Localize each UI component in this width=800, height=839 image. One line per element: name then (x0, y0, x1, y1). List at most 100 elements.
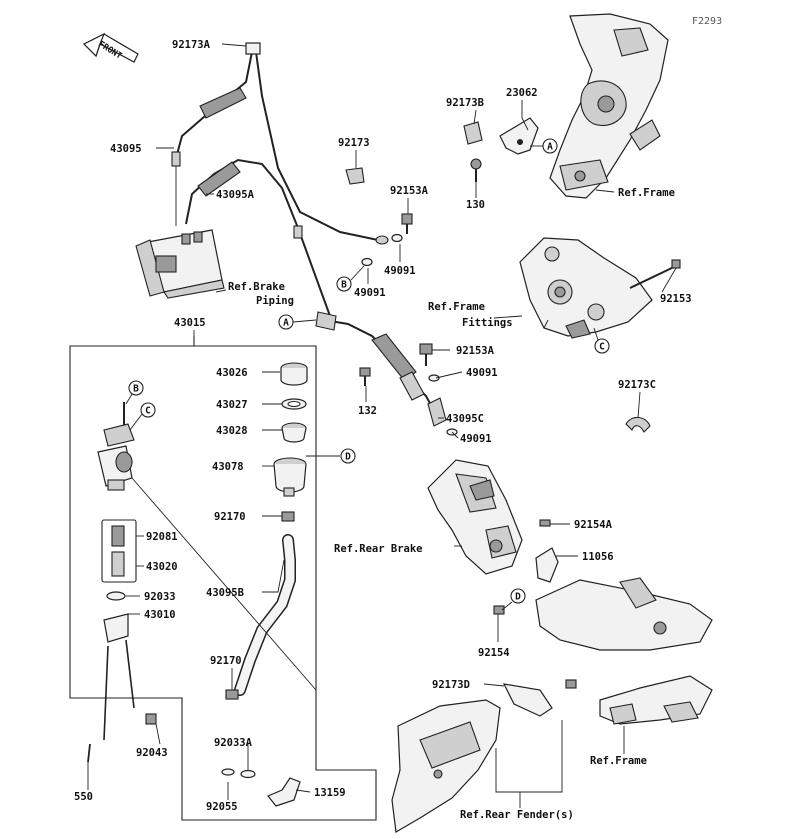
label-49091-low: 49091 (460, 433, 492, 445)
abs-unit (135, 229, 225, 299)
front-arrow-icon: FRONT (82, 32, 139, 63)
label-23062: 23062 (506, 87, 538, 99)
bracket-11056 (535, 547, 559, 583)
callout-a-mid: A (278, 314, 317, 330)
ref-rear-fender: Ref.Rear Fender(s) (460, 809, 574, 821)
master-cylinder-group-frame (69, 336, 377, 821)
reservoir-cap-43026 (280, 362, 308, 386)
label-43010: 43010 (144, 609, 176, 621)
label-92173A: 92173A (172, 39, 211, 51)
ref-rear-brake: Ref.Rear Brake (334, 543, 423, 555)
label-92170-a: 92170 (214, 511, 246, 523)
frame-fittings-illustration (519, 237, 681, 339)
label-43078: 43078 (212, 461, 244, 473)
diagram-code: F2293 (692, 16, 722, 27)
plate-43027 (281, 398, 307, 410)
ref-frame-top: Ref.Frame (618, 187, 675, 199)
clip-92173B (463, 121, 483, 145)
label-11056: 11056 (582, 551, 614, 563)
clamp-92170-b (225, 689, 239, 700)
label-43095: 43095 (110, 143, 142, 155)
label-43027: 43027 (216, 399, 248, 411)
callout-d-low: D (501, 588, 526, 611)
rear-fender-illustration (391, 699, 501, 833)
master-cylinder-body (97, 402, 135, 491)
label-43026: 43026 (216, 367, 248, 379)
label-550: 550 (74, 791, 93, 803)
label-43095A: 43095A (216, 189, 255, 201)
washer-49091-l (361, 257, 373, 267)
screw-92154A (539, 519, 551, 527)
ref-brake-piping-line1: Ref.Brake (228, 281, 285, 293)
label-92153A-mid: 92153A (456, 345, 495, 357)
label-92055: 92055 (206, 801, 238, 813)
ref-brake-piping-line2: Piping (256, 295, 294, 307)
frame-bottom-illustration (535, 577, 713, 725)
pin-92043 (145, 713, 157, 725)
ref-frame-fittings-line2: Fittings (462, 317, 513, 329)
label-92173: 92173 (338, 137, 370, 149)
label-92043: 92043 (136, 747, 168, 759)
oring-92033A (240, 769, 256, 779)
bracket-23062 (499, 117, 539, 155)
brake-hose-43095A (185, 158, 331, 317)
leader-lines (87, 43, 677, 808)
oring-92055 (221, 768, 235, 776)
clip-92173C (625, 416, 651, 433)
pushrod-43010 (103, 613, 135, 741)
oring-92033 (106, 591, 126, 601)
pin-550 (87, 743, 91, 763)
washer-49091-r (391, 233, 403, 243)
bracket-92173D (502, 679, 577, 717)
label-13159: 13159 (314, 787, 346, 799)
label-92173C: 92173C (618, 379, 656, 391)
callout-b-left: B (125, 380, 144, 405)
callout-a-top: A (530, 138, 558, 154)
svg-text:A: A (283, 318, 289, 329)
label-92033: 92033 (144, 591, 176, 603)
rear-brake-caliper (427, 459, 523, 575)
reference-labels: Ref.Brake Piping Ref.Frame Ref.Frame Fit… (228, 187, 675, 821)
label-43095B: 43095B (206, 587, 244, 599)
reservoir-43078 (273, 457, 307, 497)
label-92173D: 92173D (432, 679, 470, 691)
label-43015: 43015 (174, 317, 206, 329)
piston-kit-group (101, 519, 137, 583)
svg-text:B: B (341, 280, 347, 291)
label-92154A: 92154A (574, 519, 613, 531)
clamp-92170-a (281, 511, 295, 522)
callout-c-right: C (593, 327, 610, 354)
label-43028: 43028 (216, 425, 248, 437)
frame-top-illustration (549, 13, 669, 199)
label-43020: 43020 (146, 561, 178, 573)
label-92153: 92153 (660, 293, 692, 305)
svg-text:C: C (599, 342, 605, 353)
label-92153A-top: 92153A (390, 185, 429, 197)
svg-text:C: C (145, 406, 151, 417)
washer-49091-mid (428, 374, 440, 382)
label-92033A: 92033A (214, 737, 253, 749)
bolt-130 (470, 158, 482, 182)
label-132: 132 (358, 405, 377, 417)
callout-c-left: C (129, 402, 156, 431)
screw-92154 (493, 605, 505, 615)
label-49091-l: 49091 (354, 287, 386, 299)
label-92154: 92154 (478, 647, 510, 659)
ref-frame-bottom: Ref.Frame (590, 755, 647, 767)
svg-text:A: A (547, 142, 553, 153)
fitting-13159 (267, 777, 301, 807)
callout-b-top: B (336, 265, 365, 292)
label-49091-r: 49091 (384, 265, 416, 277)
diaphragm-43028 (281, 422, 307, 443)
label-43095C: 43095C (446, 413, 484, 425)
callout-d-mid: D (340, 448, 356, 464)
part-labels: 92173A 43095 43095A 92173 92173B 23062 1… (74, 39, 692, 813)
label-92081: 92081 (146, 531, 178, 543)
rear-brake-hose-43095C (315, 311, 447, 427)
label-92170-b: 92170 (210, 655, 242, 667)
ref-frame-fittings-line1: Ref.Frame (428, 301, 485, 313)
label-130: 130 (466, 199, 485, 211)
bolt-92153A-mid (419, 343, 433, 366)
bolt-92153A (401, 213, 413, 234)
